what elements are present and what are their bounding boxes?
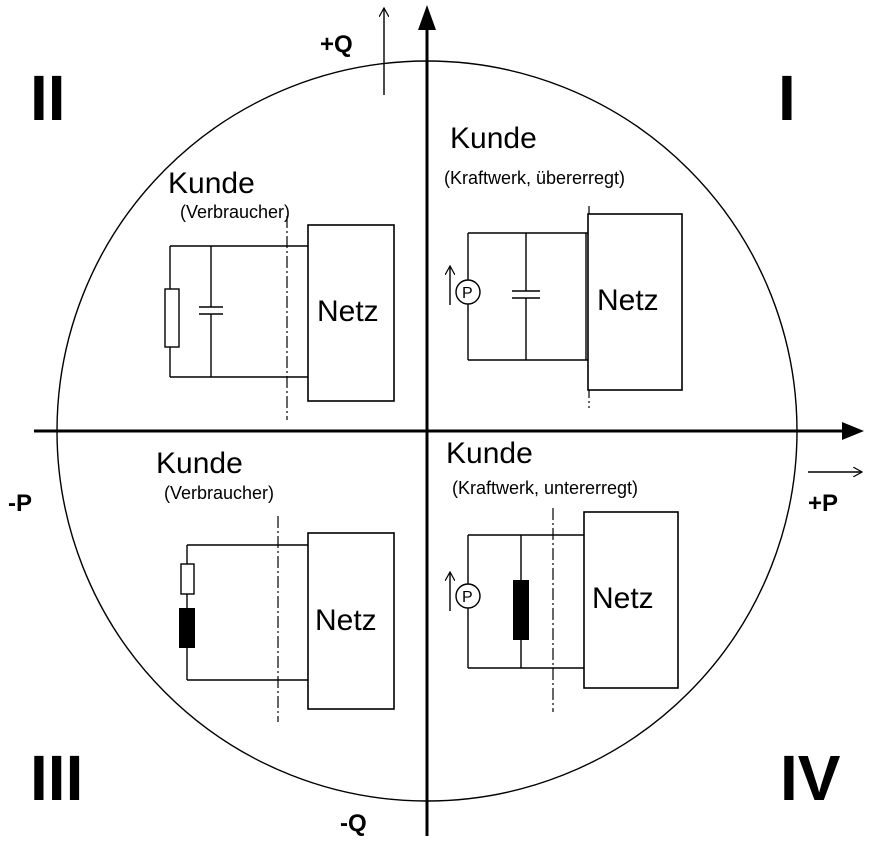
power-meter-symbol (455, 279, 481, 305)
customer-type-label: (Kraftwerk, untererregt) (452, 478, 638, 498)
customer-label: Kunde (156, 447, 243, 480)
grid-label: Netz (317, 295, 379, 328)
customer-type-label: (Verbraucher) (164, 483, 274, 503)
quadrant-numeral-i: I (778, 62, 796, 134)
grid-box (583, 511, 679, 689)
inductor-symbol (179, 608, 195, 648)
grid-box (587, 213, 683, 391)
grid-box (307, 224, 395, 402)
quadrant-ii-circuit: Kunde (Verbraucher) Netz (164, 167, 395, 420)
quadrant-iv-circuit: Kunde (Kraftwerk, untererregt) P Netz (446, 437, 679, 712)
quadrant-numeral-ii: II (30, 62, 66, 134)
grid-box (307, 532, 395, 710)
customer-label: Kunde (168, 167, 255, 200)
quadrant-iii-circuit: Kunde (Verbraucher) Netz (156, 447, 395, 722)
p-axis-arrowhead (842, 422, 864, 440)
quadrant-numeral-iii: III (30, 742, 83, 814)
minus-q-label: -Q (340, 810, 367, 837)
q-axis-arrowhead (418, 5, 436, 30)
customer-type-label: (Verbraucher) (180, 202, 290, 222)
power-meter-label: P (462, 589, 473, 606)
customer-label: Kunde (450, 122, 537, 155)
resistor-symbol (180, 563, 195, 595)
plus-p-label: +P (808, 490, 838, 517)
grid-label: Netz (315, 604, 377, 637)
power-meter-label: P (462, 285, 473, 302)
customer-type-label: (Kraftwerk, übererregt) (444, 168, 625, 188)
grid-label: Netz (597, 284, 659, 317)
minus-p-label: -P (8, 490, 32, 517)
grid-label: Netz (592, 582, 654, 615)
power-meter-symbol (455, 583, 481, 609)
inductor-symbol (513, 580, 529, 640)
plus-q-label: +Q (320, 31, 353, 58)
resistor-symbol (164, 288, 180, 348)
customer-label: Kunde (446, 437, 533, 470)
quadrant-i-circuit: Kunde (Kraftwerk, übererregt) P Netz (444, 122, 683, 408)
quadrant-numeral-iv: IV (780, 742, 841, 814)
